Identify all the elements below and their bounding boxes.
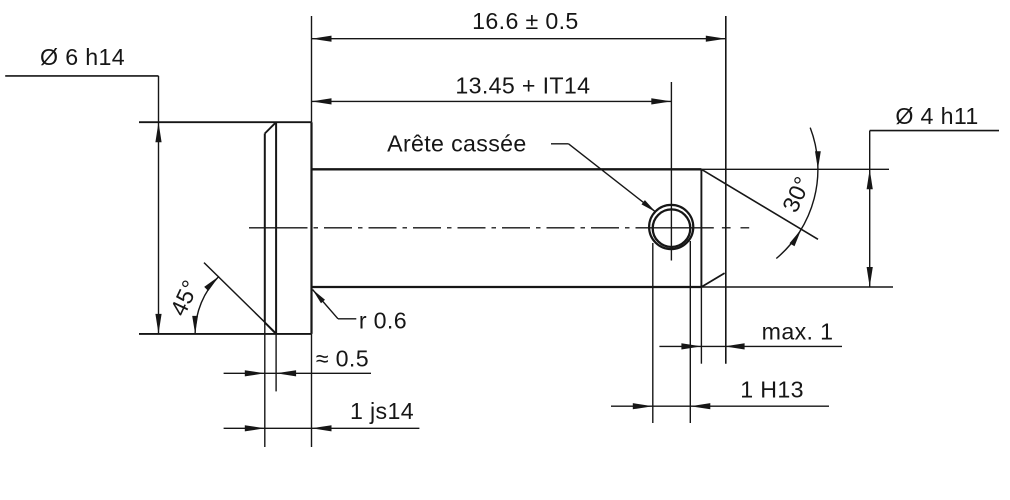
svg-text:16.6 ± 0.5: 16.6 ± 0.5 [472, 8, 578, 34]
svg-text:1 js14: 1 js14 [350, 398, 414, 424]
svg-text:Arête cassée: Arête cassée [387, 131, 527, 157]
svg-text:max. 1: max. 1 [762, 319, 834, 345]
svg-text:Ø 6 h14: Ø 6 h14 [40, 44, 125, 70]
svg-text:13.45 + IT14: 13.45 + IT14 [455, 73, 590, 99]
svg-text:Ø 4 h11: Ø 4 h11 [895, 103, 978, 129]
svg-text:≈ 0.5: ≈ 0.5 [316, 345, 369, 371]
svg-text:r 0.6: r 0.6 [359, 308, 407, 334]
svg-text:1 H13: 1 H13 [740, 376, 804, 402]
